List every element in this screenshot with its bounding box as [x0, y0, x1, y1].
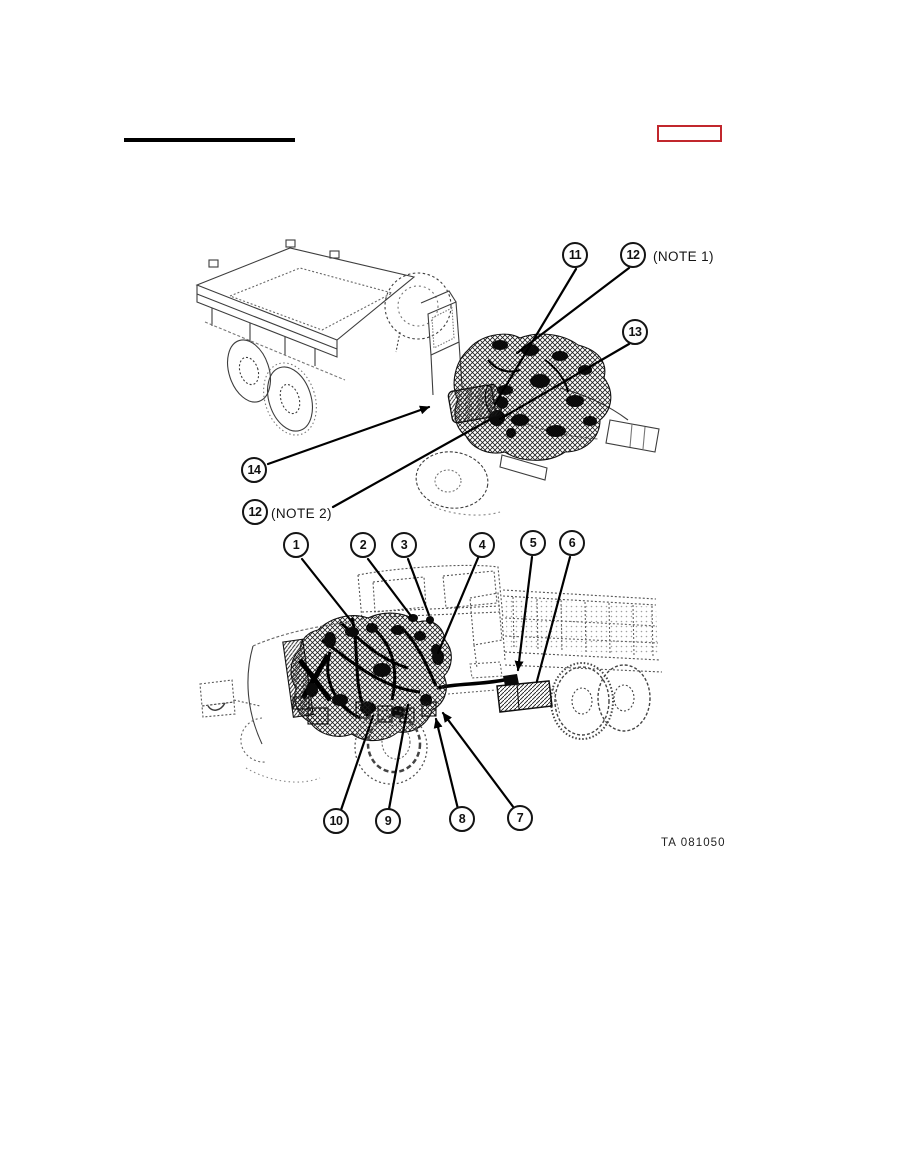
callout-7: 7: [507, 805, 533, 831]
cargo-bed-phantom: [502, 589, 663, 673]
leader-lines-top: [266, 266, 631, 509]
callout-5: 5: [520, 530, 546, 556]
callout-9: 9: [375, 808, 401, 834]
leader-lines-bottom: [300, 555, 572, 812]
truck-rear-illustration: [195, 239, 660, 516]
figure-id: TA 081050: [661, 837, 726, 849]
engine-assembly: [453, 333, 612, 461]
note-1-label: (NOTE 1): [653, 249, 714, 264]
header-underline: [124, 138, 295, 142]
front-end: [199, 621, 428, 785]
callout-12-note2: 12: [242, 499, 268, 525]
callout-6: 6: [559, 530, 585, 556]
callout-10: 10: [323, 808, 349, 834]
rear-tandem-wheels: [550, 662, 651, 740]
link-hotspot-box[interactable]: [657, 125, 722, 142]
front-wheel: [415, 451, 501, 516]
cargo-bed: [195, 239, 416, 381]
callout-12-note1: 12: [620, 242, 646, 268]
callout-11: 11: [562, 242, 588, 268]
engine-wiring-harness: [282, 612, 452, 742]
fuel-tank: [436, 661, 561, 716]
callout-4: 4: [469, 532, 495, 558]
callout-2: 2: [350, 532, 376, 558]
spare-tire: [384, 272, 452, 353]
callout-1: 1: [283, 532, 309, 558]
callout-3: 3: [391, 532, 417, 558]
rear-wheels: [227, 339, 317, 436]
callout-8: 8: [449, 806, 475, 832]
callout-14: 14: [241, 457, 267, 483]
generator-cylinder: [447, 383, 509, 424]
callout-13: 13: [622, 319, 648, 345]
truck-front-illustration: [199, 564, 663, 785]
note-2-label: (NOTE 2): [271, 506, 332, 521]
